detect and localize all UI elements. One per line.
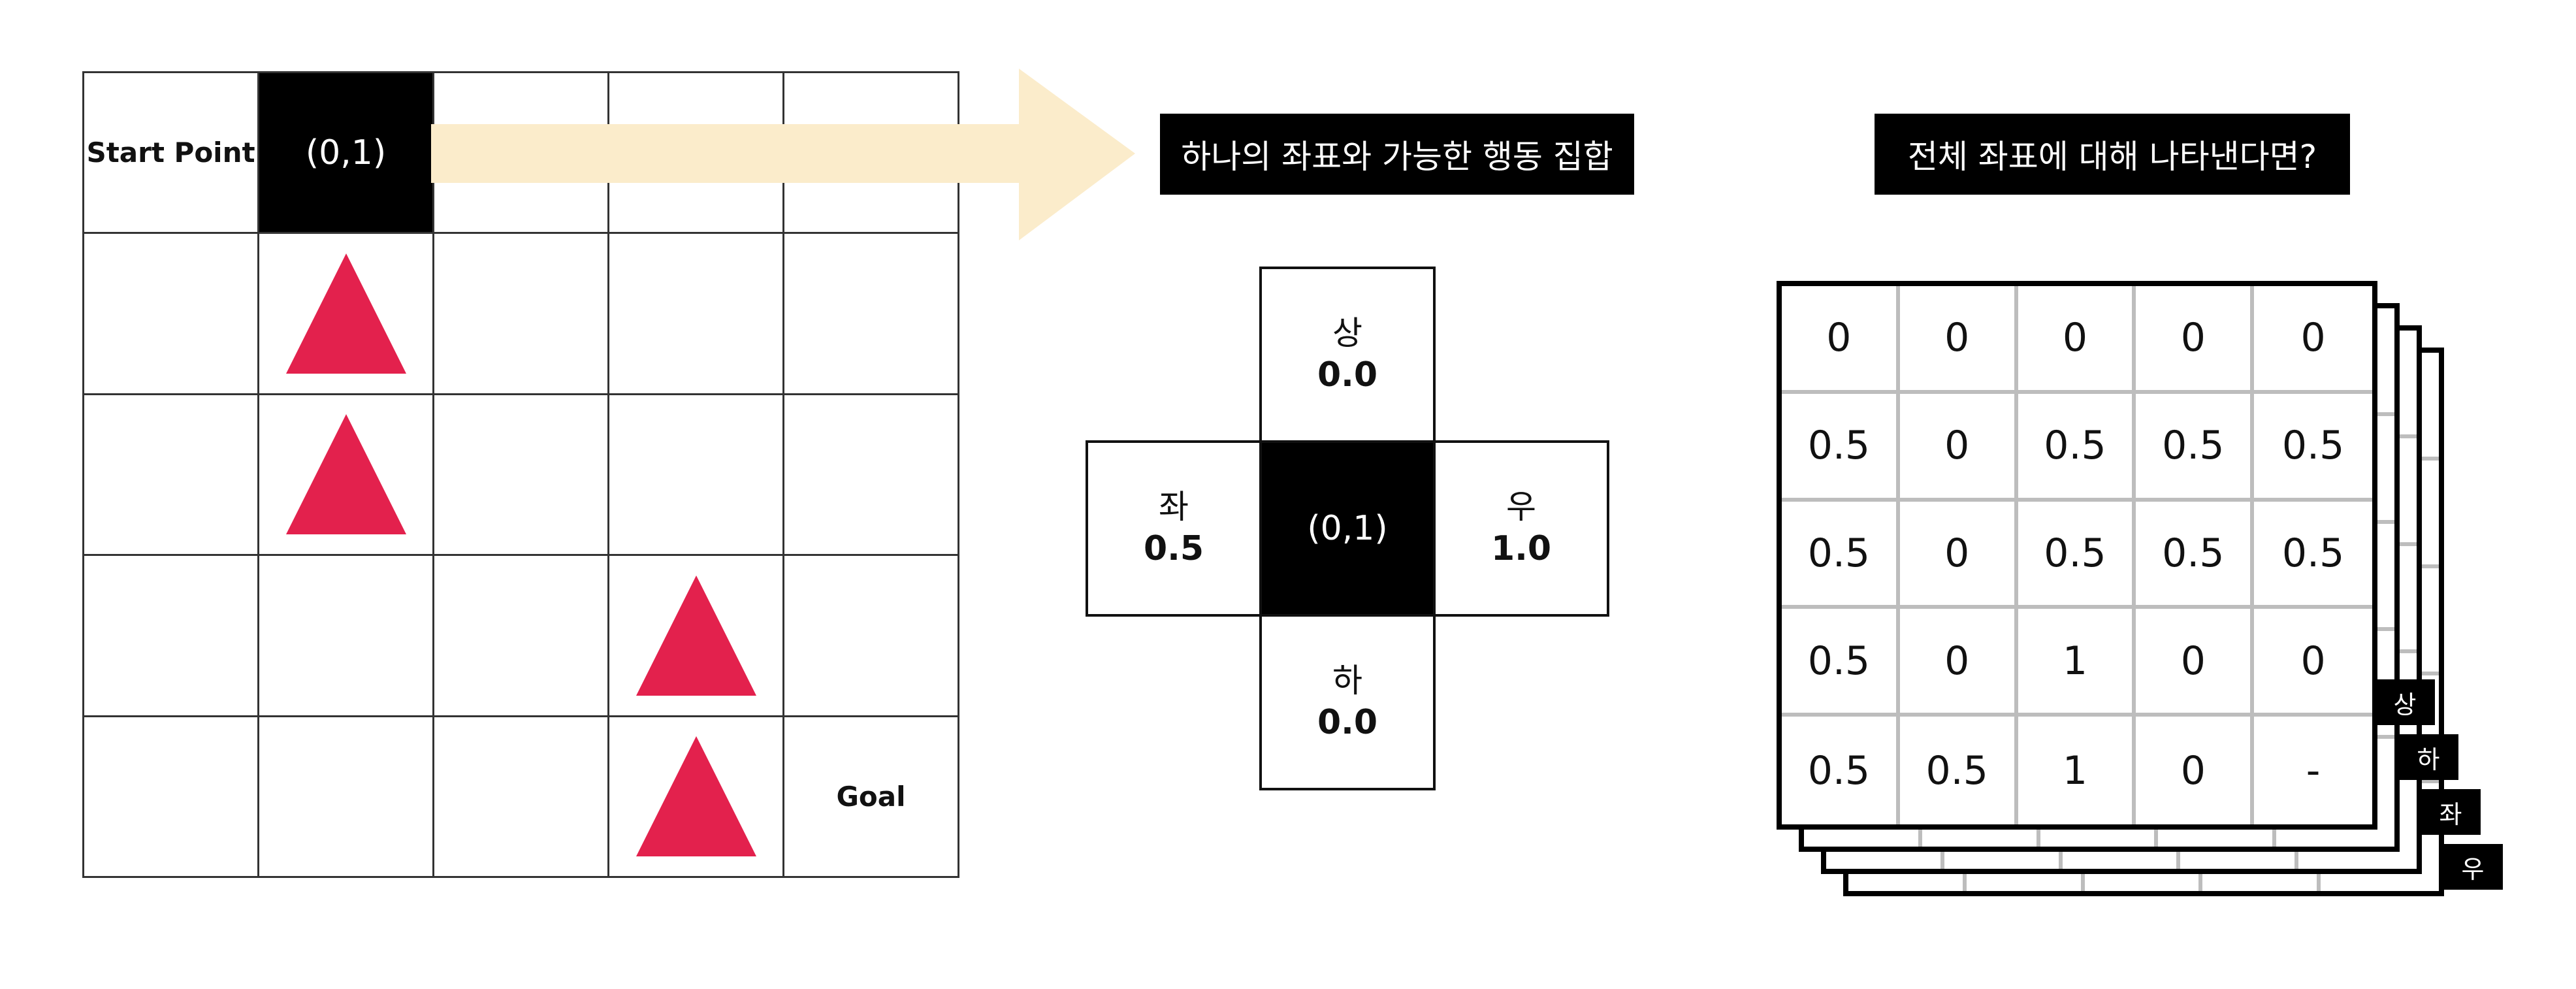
q-value-cell: 0.5 bbox=[1782, 717, 1900, 824]
single-coordinate-title: 하나의 좌표와 가능한 행동 집합 bbox=[1160, 114, 1634, 195]
grid-cell bbox=[84, 717, 259, 878]
arrow-shape bbox=[431, 69, 1135, 240]
grid-cell bbox=[259, 395, 434, 557]
action-down: 하 0.0 bbox=[1259, 614, 1436, 790]
grid-cell bbox=[784, 395, 959, 557]
action-up: 상 0.0 bbox=[1259, 267, 1436, 443]
layer-tab-label: 우 bbox=[2443, 844, 2503, 890]
direction-arrow bbox=[431, 69, 1135, 240]
q-value-cell: 0 bbox=[2136, 609, 2255, 717]
action-right-name: 우 bbox=[1506, 488, 1536, 527]
grid-cell bbox=[784, 234, 959, 395]
q-value-cell: 0.5 bbox=[2136, 393, 2255, 502]
q-value-cell: 0.5 bbox=[2254, 394, 2372, 502]
action-left-name: 좌 bbox=[1159, 488, 1189, 527]
q-value-cell: 0 bbox=[1899, 609, 2018, 717]
q-value-cell: 0.5 bbox=[2018, 501, 2136, 609]
q-value-cell: 0.5 bbox=[2136, 501, 2255, 609]
q-value-cell: 0 bbox=[2136, 286, 2255, 394]
grid-cell bbox=[259, 717, 434, 878]
q-value-cell: 0 bbox=[1782, 286, 1900, 394]
grid-cell bbox=[84, 395, 259, 557]
grid-cell bbox=[84, 556, 259, 717]
obstacle-triangle-icon bbox=[636, 575, 756, 696]
q-value-cell: 0 bbox=[2254, 609, 2372, 717]
grid-cell bbox=[259, 234, 434, 395]
grid-cell bbox=[259, 556, 434, 717]
q-value-cell: 0.5 bbox=[1782, 609, 1900, 717]
q-value-cell: 0.5 bbox=[1782, 501, 1900, 609]
action-right-value: 1.0 bbox=[1490, 528, 1552, 568]
action-up-name: 상 bbox=[1332, 314, 1362, 353]
all-coordinates-title: 전체 좌표에 대해 나타낸다면? bbox=[1875, 114, 2350, 195]
obstacle-triangle-icon bbox=[285, 253, 406, 374]
action-center-label: (0,1) bbox=[1307, 509, 1388, 548]
q-value-cell: - bbox=[2306, 747, 2321, 794]
action-right: 우 1.0 bbox=[1433, 440, 1609, 617]
q-value-cell: 0 bbox=[2018, 286, 2136, 394]
q-value-cell: 0.5 bbox=[1900, 717, 2018, 824]
q-value-cell: 1 bbox=[2018, 717, 2136, 824]
q-value-cell: 0.5 bbox=[2254, 502, 2372, 609]
grid-cell bbox=[609, 234, 784, 395]
grid-cell bbox=[434, 234, 609, 395]
action-left: 좌 0.5 bbox=[1086, 440, 1262, 617]
action-left-value: 0.5 bbox=[1143, 528, 1204, 568]
q-value-cell: 0 bbox=[2136, 717, 2255, 824]
start-point-label: Start Point bbox=[86, 137, 255, 169]
grid-cell bbox=[84, 234, 259, 395]
grid-cell bbox=[434, 395, 609, 557]
layer-tab-label: 좌 bbox=[2421, 789, 2481, 835]
grid-cell bbox=[434, 717, 609, 878]
q-value-cell: 1 bbox=[2018, 609, 2136, 717]
q-value-cell: 0.5 bbox=[2018, 393, 2136, 502]
action-down-name: 하 bbox=[1332, 662, 1362, 700]
action-up-value: 0.0 bbox=[1317, 355, 1378, 395]
q-value-cell: 0 bbox=[1899, 501, 2018, 609]
grid-cell bbox=[609, 395, 784, 557]
layer-tab-label: 상 bbox=[2375, 679, 2435, 725]
action-down-value: 0.0 bbox=[1317, 702, 1378, 742]
grid-cell bbox=[609, 556, 784, 717]
obstacle-triangle-icon bbox=[285, 414, 406, 535]
grid-cell bbox=[609, 717, 784, 878]
goal-label: Goal bbox=[836, 780, 906, 813]
q-value-cell: 0.5 bbox=[1782, 393, 1900, 502]
q-value-cell: 0 bbox=[1899, 286, 2018, 394]
grid-cell: Goal bbox=[784, 717, 959, 878]
obstacle-triangle-icon bbox=[636, 736, 756, 857]
q-value-cell: 0 bbox=[2254, 286, 2372, 394]
grid-cell bbox=[784, 556, 959, 717]
grid-cell: Start Point bbox=[84, 73, 259, 235]
agent-cell: (0,1) bbox=[259, 73, 434, 235]
action-center-state: (0,1) bbox=[1259, 440, 1436, 617]
grid-cell bbox=[434, 556, 609, 717]
q-value-cell: 0 bbox=[1899, 393, 2018, 502]
layer-tab-label: 하 bbox=[2398, 734, 2458, 780]
agent-coordinate: (0,1) bbox=[305, 133, 387, 172]
